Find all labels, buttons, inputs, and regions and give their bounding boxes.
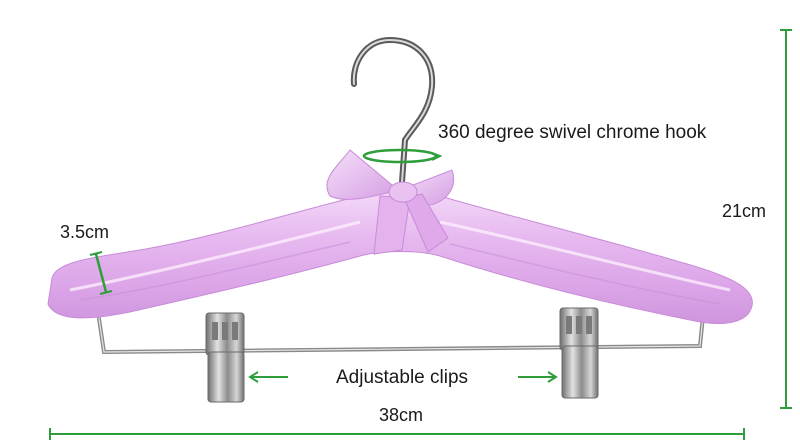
chrome-hook — [350, 36, 436, 185]
width-caption: 38cm — [379, 405, 424, 425]
thickness-dimension-line — [89, 251, 113, 295]
right-clip-arrow — [518, 371, 558, 383]
height-dimension-line — [780, 29, 792, 409]
left-clip-arrow — [248, 371, 288, 383]
height-caption: 21cm — [722, 201, 767, 221]
satin-hanger-body — [47, 190, 753, 324]
left-clip — [205, 312, 245, 403]
swivel-indicator — [362, 148, 443, 164]
right-clip — [559, 307, 599, 399]
satin-bow — [326, 149, 454, 255]
hook-caption: 360 degree swivel chrome hook — [438, 122, 707, 143]
clip-rod — [96, 305, 706, 355]
thickness-caption: 3.5cm — [60, 222, 110, 242]
clips-caption: Adjustable clips — [336, 367, 469, 388]
width-dimension-line — [49, 428, 745, 440]
